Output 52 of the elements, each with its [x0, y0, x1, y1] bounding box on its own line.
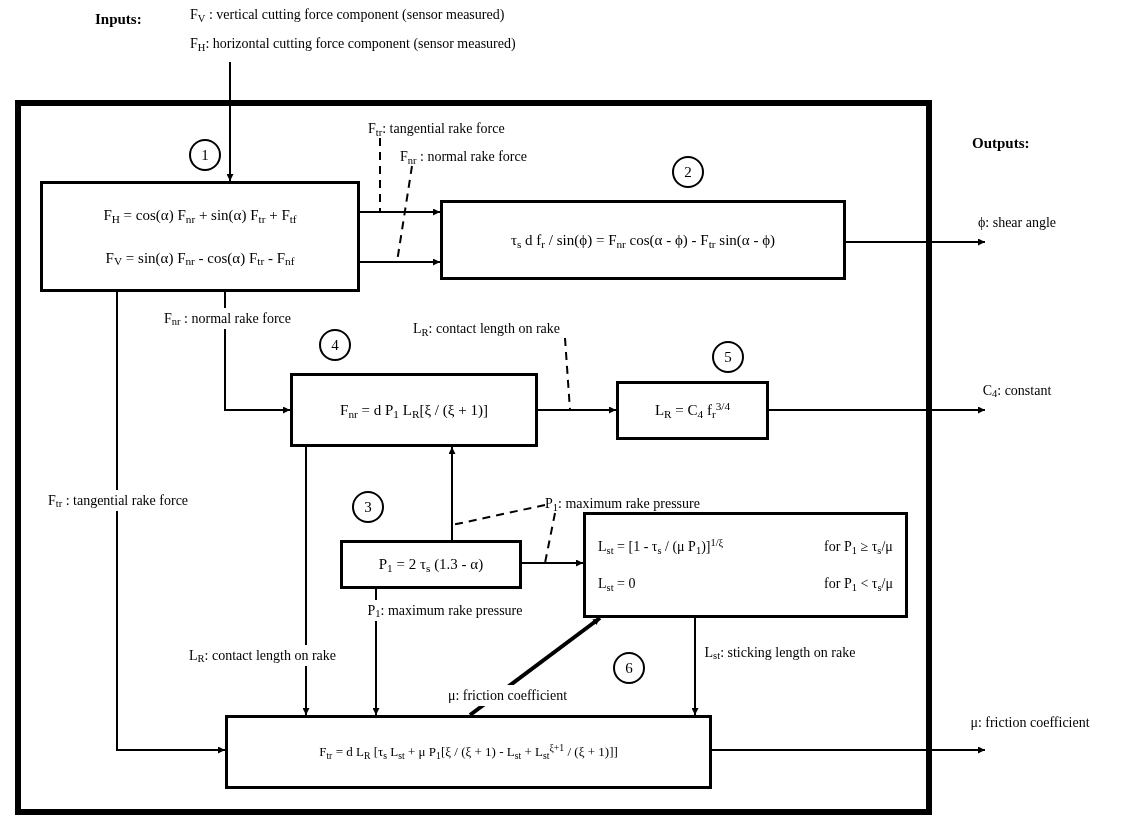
equation-box [290, 373, 538, 447]
arrow [359, 208, 441, 216]
equation-text: F$_{V}$ = sin(α) F$_{nr}$ - cos(α) F$_{tr}$ - F$_{nf}$ [105, 248, 295, 269]
equation-text: L$_{st}$ = 0 [598, 575, 637, 594]
annotation-text: F$_{nr}$ : normal rake force [400, 149, 527, 164]
edge-label: F$_{tr}$ : tangential rake force [45, 489, 191, 511]
annotation-text: L$_{R}$: contact length on rake [413, 321, 560, 336]
edge-label: L$_{R}$: contact length on rake [187, 644, 338, 666]
step-number: 1 [201, 145, 209, 165]
equation-box [340, 540, 522, 589]
annotation-text: F$_{tr}$: tangential rake force [368, 121, 505, 136]
equation-text: F$_{tr}$ = d L$_{R}$ [τ$_{s}$ L$_{st}$ + μ P$_{1}$[ξ / (ξ + 1) - L$_{st}$ + L$_{st}$$^{ξ+1}$ / (ξ + 1)]] [319, 742, 618, 762]
step-number: 4 [331, 335, 339, 355]
equation-text: L$_{st}$ = [1 - τ$_{s}$ / (μ P$_{1}$)]$^{1/ξ}$ [598, 536, 724, 557]
equation-box [225, 715, 712, 789]
arrow [448, 446, 456, 541]
step-number: 2 [684, 162, 692, 182]
arrow [521, 559, 584, 567]
step-number: 6 [625, 658, 633, 678]
arrow [711, 746, 986, 754]
step-number: 3 [364, 497, 372, 517]
equation-text: F$_{nr}$ = d P$_{1}$ L$_{R}$[ξ / (ξ + 1)] [340, 400, 488, 422]
equation-box [440, 200, 846, 280]
equation-text: P$_{1}$ = 2 τ$_{s}$ (1.3 - α) [378, 555, 484, 576]
arrow [226, 61, 234, 182]
arrow [845, 238, 986, 246]
condition-text: for P$_{1}$ < τ$_{s}$/μ [824, 575, 893, 594]
heading-label: Inputs: [95, 11, 142, 27]
equation-box [40, 181, 360, 292]
arrow [116, 291, 226, 754]
arrow [359, 258, 441, 266]
step-number: 5 [724, 347, 732, 367]
equation-box [616, 381, 769, 440]
frame-box [15, 100, 932, 815]
annotation-text: F$_{H}$: horizontal cutting force component (sensor measured) [190, 35, 517, 54]
leader-line [379, 137, 381, 213]
condition-text: for P$_{1}$ ≥ τ$_{s}$/μ [824, 538, 893, 557]
equation-text: F$_{H}$ = cos(α) F$_{nr}$ + sin(α) F$_{tr}$ + F$_{tf}$ [103, 206, 297, 227]
leader-line [564, 337, 571, 411]
arrow [302, 446, 310, 716]
edge-label: F$_{nr}$ : normal rake force [162, 307, 293, 329]
arrow [768, 406, 986, 414]
arrow [691, 617, 699, 716]
heading-label: Outputs: [972, 135, 1030, 151]
equation-text: τ$_{s}$ d f$_{r}$ / sin(ϕ) = F$_{nr}$ cos(α - ϕ) - F$_{tr}$ sin(α - ϕ) [510, 230, 776, 252]
arrow [224, 291, 291, 414]
edge-label: P$_{1}$: maximum rake pressure [365, 599, 525, 621]
leader-line [544, 512, 556, 564]
annotation-text: F$_{V}$ : vertical cutting force component (sensor measured) [190, 6, 506, 25]
equation-box [583, 512, 908, 618]
annotation-text: P$_{1}$: maximum rake pressure [545, 496, 700, 511]
arrow [537, 406, 617, 414]
